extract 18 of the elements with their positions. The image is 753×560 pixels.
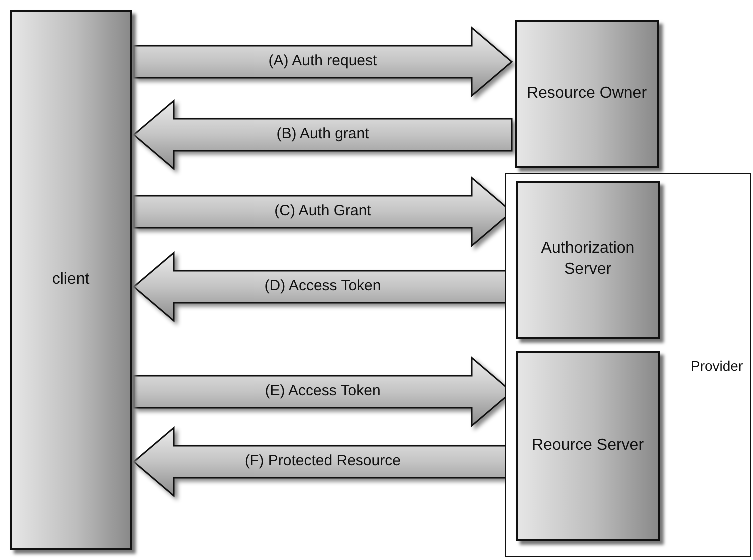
edge-label: (E) Access Token — [265, 382, 381, 400]
server-box — [516, 181, 660, 339]
edge-label: (D) Access Token — [264, 278, 382, 294]
edge-label: (B) Auth grant — [276, 126, 370, 142]
resource-owner-box — [515, 20, 659, 168]
node-label: Provider — [691, 357, 744, 376]
edge-label: (F) Protected Resource — [245, 452, 401, 470]
edge-label: (A) Auth request — [268, 52, 378, 70]
node-label: Authorization Server — [540, 239, 636, 280]
server-box — [516, 351, 660, 541]
client-box — [10, 10, 132, 550]
block-arrow — [132, 99, 513, 171]
edge-label: (C) Auth Grant — [274, 202, 372, 220]
block-arrow — [133, 26, 514, 98]
node-label: Reource Server — [532, 436, 644, 456]
node-label: client — [52, 270, 90, 290]
node-label: Resource Owner — [526, 84, 648, 104]
provider-box — [505, 173, 751, 557]
